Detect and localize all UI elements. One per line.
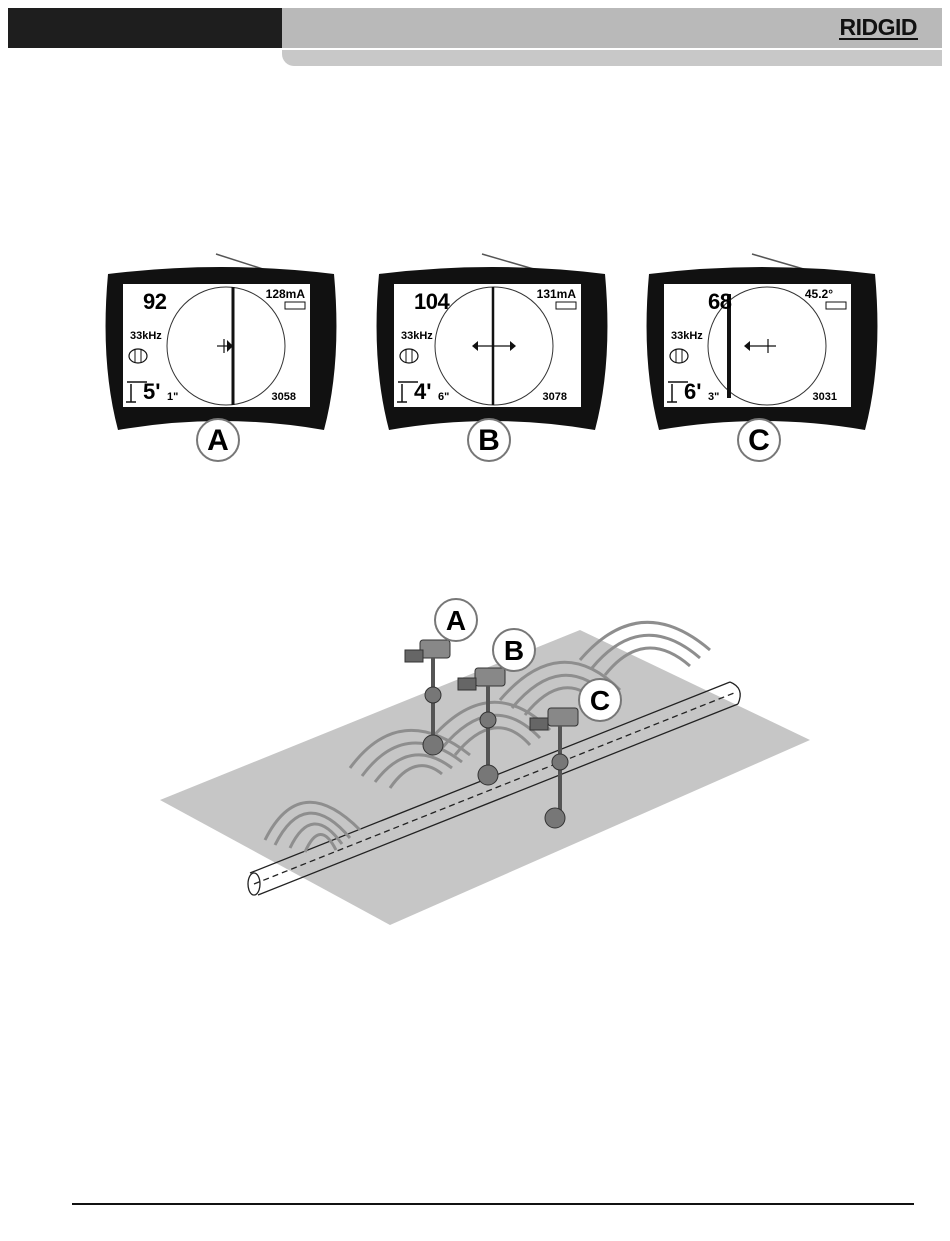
signal-strength-c: 68 — [708, 289, 731, 315]
depth-feet-c: 6' — [684, 379, 701, 405]
screen-label-a: A — [196, 418, 240, 462]
current-readout-a: 128mA — [266, 287, 305, 301]
depth-feet-b: 4' — [414, 379, 431, 405]
depth-inches-c: 3" — [708, 391, 719, 403]
current-readout-b: 131mA — [537, 287, 576, 301]
field-readout-a: 3058 — [272, 391, 296, 403]
depth-inches-a: 1" — [167, 391, 178, 403]
footer-rule — [72, 1203, 914, 1205]
frequency-b: 33kHz — [401, 330, 433, 342]
signal-strength-b: 104 — [414, 289, 449, 315]
locator-screen-a: 92 128mA 33kHz 5' 1" 3058 A — [96, 252, 346, 462]
depth-inches-b: 6" — [438, 391, 449, 403]
scene-label-b: B — [492, 628, 536, 672]
scene-label-c: C — [578, 678, 622, 722]
field-readout-b: 3078 — [543, 391, 567, 403]
signal-strength-a: 92 — [143, 289, 166, 315]
frequency-a: 33kHz — [130, 330, 162, 342]
locator-screen-c: 68 45.2° 33kHz 6' 3" 3031 C — [637, 252, 887, 462]
lcd-display-a: 92 128mA 33kHz 5' 1" 3058 — [121, 282, 312, 409]
depth-feet-a: 5' — [143, 379, 160, 405]
screen-label-b: B — [467, 418, 511, 462]
brand-logo: RIDGID — [839, 16, 919, 40]
locator-screen-b: 104 131mA 33kHz 4' 6" 3078 B — [367, 252, 617, 462]
lcd-display-c: 68 45.2° 33kHz 6' 3" 3031 — [662, 282, 853, 409]
header-black-block — [8, 8, 282, 48]
header-tab-strip — [282, 50, 942, 66]
angle-readout-c: 45.2° — [805, 287, 833, 301]
screen-label-c: C — [737, 418, 781, 462]
locating-scene-illustration: A B C — [150, 590, 820, 940]
field-readout-c: 3031 — [813, 391, 837, 403]
scene-graphic — [150, 590, 820, 940]
lcd-display-b: 104 131mA 33kHz 4' 6" 3078 — [392, 282, 583, 409]
frequency-c: 33kHz — [671, 330, 703, 342]
scene-label-a: A — [434, 598, 478, 642]
